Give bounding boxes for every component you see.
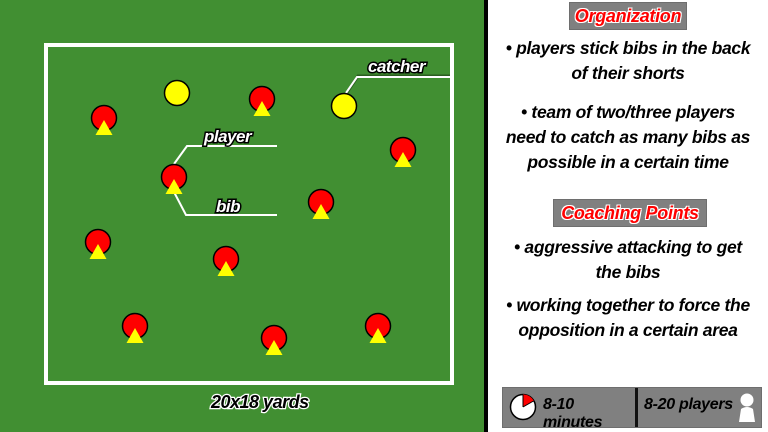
bullet-line: • working together to force the [506,295,750,315]
pitch-diagram: catcher player bib 20x18 yards [44,43,454,413]
bib-triangle-icon [89,244,107,259]
coaching-bullet-2: • working together to force the oppositi… [488,293,768,343]
bullet-line: • players stick bibs in the back [505,38,751,58]
player-marker [84,228,112,259]
players-info: 8-20 players [638,388,761,427]
catcher-label-line [345,76,450,94]
bullet-line: • team of two/three players [521,102,735,122]
catcher-marker [330,92,358,120]
player-count-text: 8-20 players [644,396,733,413]
player-marker [121,312,149,343]
player-marker [248,85,276,116]
player-marker [260,324,288,355]
pitch-area: catcher player bib 20x18 yards [0,0,484,432]
info-panel: Organization • players stick bibs in the… [488,0,768,432]
bib-triangle-icon [217,261,235,276]
bullet-line: possible in a certain time [527,152,729,172]
player-marker [364,312,392,343]
bib-triangle-icon [369,328,387,343]
bib-triangle-icon [394,152,412,167]
organization-header: Organization [569,2,687,30]
bib-label: bib [216,197,240,216]
bullet-line: of their shorts [571,63,685,83]
catcher-label: catcher [368,57,427,76]
player-marker [307,188,335,219]
player-marker [212,245,240,276]
pitch-boundary [44,43,454,385]
players-group [84,85,417,355]
bullet-line: opposition in a certain area [518,320,738,340]
bullet-line: need to catch as many bibs as [505,127,751,147]
bullet-line: • aggressive attacking to get [514,237,742,257]
panel-divider [484,0,488,432]
catcher-marker [163,79,191,107]
duration-text: 8-10 minutes [543,396,603,431]
bib-triangle-icon [95,120,113,135]
stopwatch-icon [509,393,537,421]
coaching-points-header: Coaching Points [553,199,707,227]
session-info-bar: 8-10 minutes 8-20 players [502,387,762,431]
player-marker [90,104,118,135]
duration-info: 8-10 minutes [503,388,635,431]
player-label: player [203,127,253,146]
bib-triangle-icon [265,340,283,355]
organization-bullet-2: • team of two/three players need to catc… [488,100,768,175]
catchers-group [163,79,358,120]
coaching-bullet-1: • aggressive attacking to get the bibs [488,235,768,285]
info-separator [635,388,638,427]
bullet-line: the bibs [595,262,661,282]
organization-bullet-1: • players stick bibs in the back of thei… [488,36,768,86]
player-marker [160,163,188,194]
player-marker [389,136,417,167]
field-size-label: 20x18 yards [210,392,309,412]
bib-label-line [173,191,277,216]
player-label-line [173,145,277,165]
bib-triangle-icon [165,179,183,194]
person-icon [739,393,755,422]
bib-triangle-icon [126,328,144,343]
bib-triangle-icon [253,101,271,116]
bib-triangle-icon [312,204,330,219]
